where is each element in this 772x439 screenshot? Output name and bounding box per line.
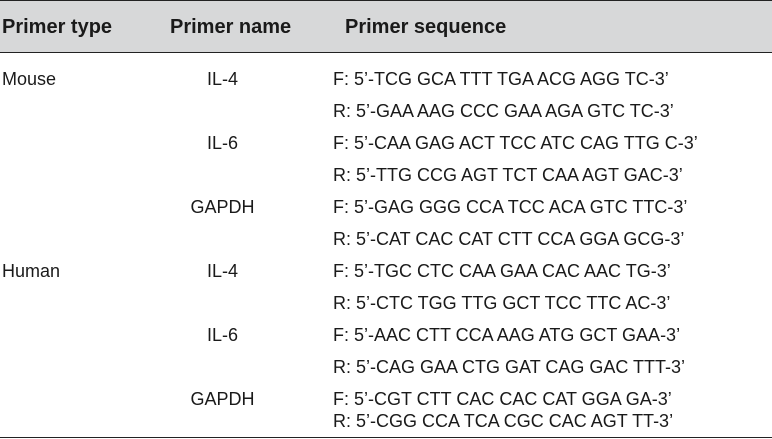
cell-primer-name: IL-4 bbox=[206, 69, 239, 89]
cell-primer-sequence: R: 5’-CTC TGG TTG GCT TCC TTC AC-3’ bbox=[333, 293, 671, 313]
table-row: IL-6 F: 5’-AAC CTT CCA AAG ATG GCT GAA-3… bbox=[0, 319, 772, 351]
cell-primer-sequence: F: 5’-CGT CTT CAC CAC CAT GGA GA-3’ bbox=[333, 389, 672, 409]
cell-primer-sequence: R: 5’-GAA AAG CCC GAA AGA GTC TC-3’ bbox=[333, 101, 674, 121]
cell-primer-name: GAPDH bbox=[190, 197, 255, 217]
cell-primer-type: Human bbox=[2, 261, 61, 281]
table-row: Human IL-4 F: 5’-TGC CTC CAA GAA CAC AAC… bbox=[0, 255, 772, 287]
cell-primer-sequence: R: 5’-CAT CAC CAT CTT CCA GGA GCG-3’ bbox=[333, 229, 685, 249]
cell-primer-name: IL-6 bbox=[206, 325, 239, 345]
cell-primer-sequence: F: 5’-TGC CTC CAA GAA CAC AAC TG-3’ bbox=[333, 261, 671, 281]
header-primer-sequence: Primer sequence bbox=[345, 16, 507, 38]
table-bottom-border bbox=[0, 437, 772, 438]
cell-primer-sequence: F: 5’-GAG GGG CCA TCC ACA GTC TTC-3’ bbox=[333, 197, 688, 217]
cell-primer-name: IL-6 bbox=[206, 133, 239, 153]
table-row: R: 5’-TTG CCG AGT TCT CAA AGT GAC-3’ bbox=[0, 159, 772, 191]
table-row: R: 5’-CAT CAC CAT CTT CCA GGA GCG-3’ bbox=[0, 223, 772, 255]
cell-primer-sequence: R: 5’-CAG GAA CTG GAT CAG GAC TTT-3’ bbox=[333, 357, 686, 377]
table-row: IL-6 F: 5’-CAA GAG ACT TCC ATC CAG TTG C… bbox=[0, 127, 772, 159]
table-row: Mouse IL-4 F: 5’-TCG GCA TTT TGA ACG AGG… bbox=[0, 63, 772, 95]
table-row: R: 5’-CTC TGG TTG GCT TCC TTC AC-3’ bbox=[0, 287, 772, 319]
table-row: GAPDH F: 5’-GAG GGG CCA TCC ACA GTC TTC-… bbox=[0, 191, 772, 223]
cell-primer-type: Mouse bbox=[2, 69, 57, 89]
cell-primer-name: GAPDH bbox=[190, 389, 255, 409]
header-primer-name: Primer name bbox=[170, 16, 292, 38]
cell-primer-sequence: R: 5’-TTG CCG AGT TCT CAA AGT GAC-3’ bbox=[333, 165, 683, 185]
table-row: R: 5’-GAA AAG CCC GAA AGA GTC TC-3’ bbox=[0, 95, 772, 127]
table-header: Primer type Primer name Primer sequence bbox=[0, 0, 772, 53]
header-primer-type: Primer type bbox=[2, 16, 113, 38]
table-row: R: 5’-CAG GAA CTG GAT CAG GAC TTT-3’ bbox=[0, 351, 772, 383]
cell-primer-sequence: F: 5’-AAC CTT CCA AAG ATG GCT GAA-3’ bbox=[333, 325, 681, 345]
table-row: GAPDH F: 5’-CGT CTT CAC CAC CAT GGA GA-3… bbox=[0, 383, 772, 415]
table-row: R: 5’-CGG CCA TCA CGC CAC AGT TT-3’ bbox=[0, 405, 772, 437]
cell-primer-sequence: F: 5’-TCG GCA TTT TGA ACG AGG TC-3’ bbox=[333, 69, 669, 89]
cell-primer-sequence: R: 5’-CGG CCA TCA CGC CAC AGT TT-3’ bbox=[333, 411, 674, 431]
cell-primer-sequence: F: 5’-CAA GAG ACT TCC ATC CAG TTG C-3’ bbox=[333, 133, 698, 153]
cell-primer-name: IL-4 bbox=[206, 261, 239, 281]
